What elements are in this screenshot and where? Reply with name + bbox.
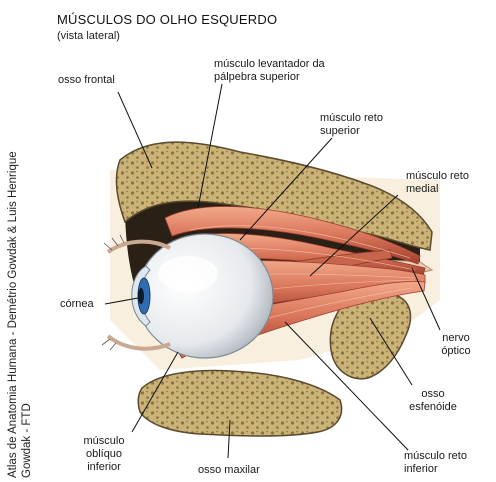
label-obliquo-line2: oblíquo [66,448,142,461]
label-cornea: córnea [60,298,94,311]
label-osso-esfenoide: osso esfenóide [398,388,468,414]
label-levantador: músculo levantador da pálpebra superior [214,58,325,84]
label-levantador-line1: músculo levantador da [214,58,325,71]
eyeball-highlight [158,256,218,292]
label-reto-medial: músculo reto medial [406,170,469,196]
label-obliquo-line3: inferior [66,461,142,474]
figure-title: MÚSCULOS DO OLHO ESQUERDO [57,12,277,27]
label-reto-inferior-line1: músculo reto [404,450,467,463]
label-nervo-optico: nervo óptico [434,332,478,358]
label-osso-maxilar: osso maxilar [198,464,260,477]
label-reto-inferior-line2: inferior [404,463,467,476]
label-reto-superior-line1: músculo reto [320,112,383,125]
figure-subtitle: (vista lateral) [57,30,120,42]
label-osso-frontal: osso frontal [58,74,115,87]
side-caption-line1: Atlas de Anatomia Humana - Demétrio Gowd… [6,0,20,478]
label-esfenoide-line1: osso [398,388,468,401]
label-reto-superior: músculo reto superior [320,112,383,138]
label-obliquo-inferior: músculo oblíquo inferior [66,435,142,474]
maxillary-bone-shape [138,371,341,436]
label-levantador-line2: pálpebra superior [214,71,325,84]
side-caption-line2: Gowdak - FTD [20,0,34,478]
label-nervo-line2: óptico [434,345,478,358]
label-reto-medial-line2: medial [406,183,469,196]
label-esfenoide-line2: esfenóide [398,401,468,414]
label-obliquo-line1: músculo [66,435,142,448]
label-reto-inferior: músculo reto inferior [404,450,467,476]
side-caption: Atlas de Anatomia Humana - Demétrio Gowd… [6,0,42,478]
label-reto-medial-line1: músculo reto [406,170,469,183]
label-reto-superior-line2: superior [320,125,383,138]
label-nervo-line1: nervo [434,332,478,345]
pupil-shape [138,288,144,304]
eyeball-shape [137,234,273,358]
